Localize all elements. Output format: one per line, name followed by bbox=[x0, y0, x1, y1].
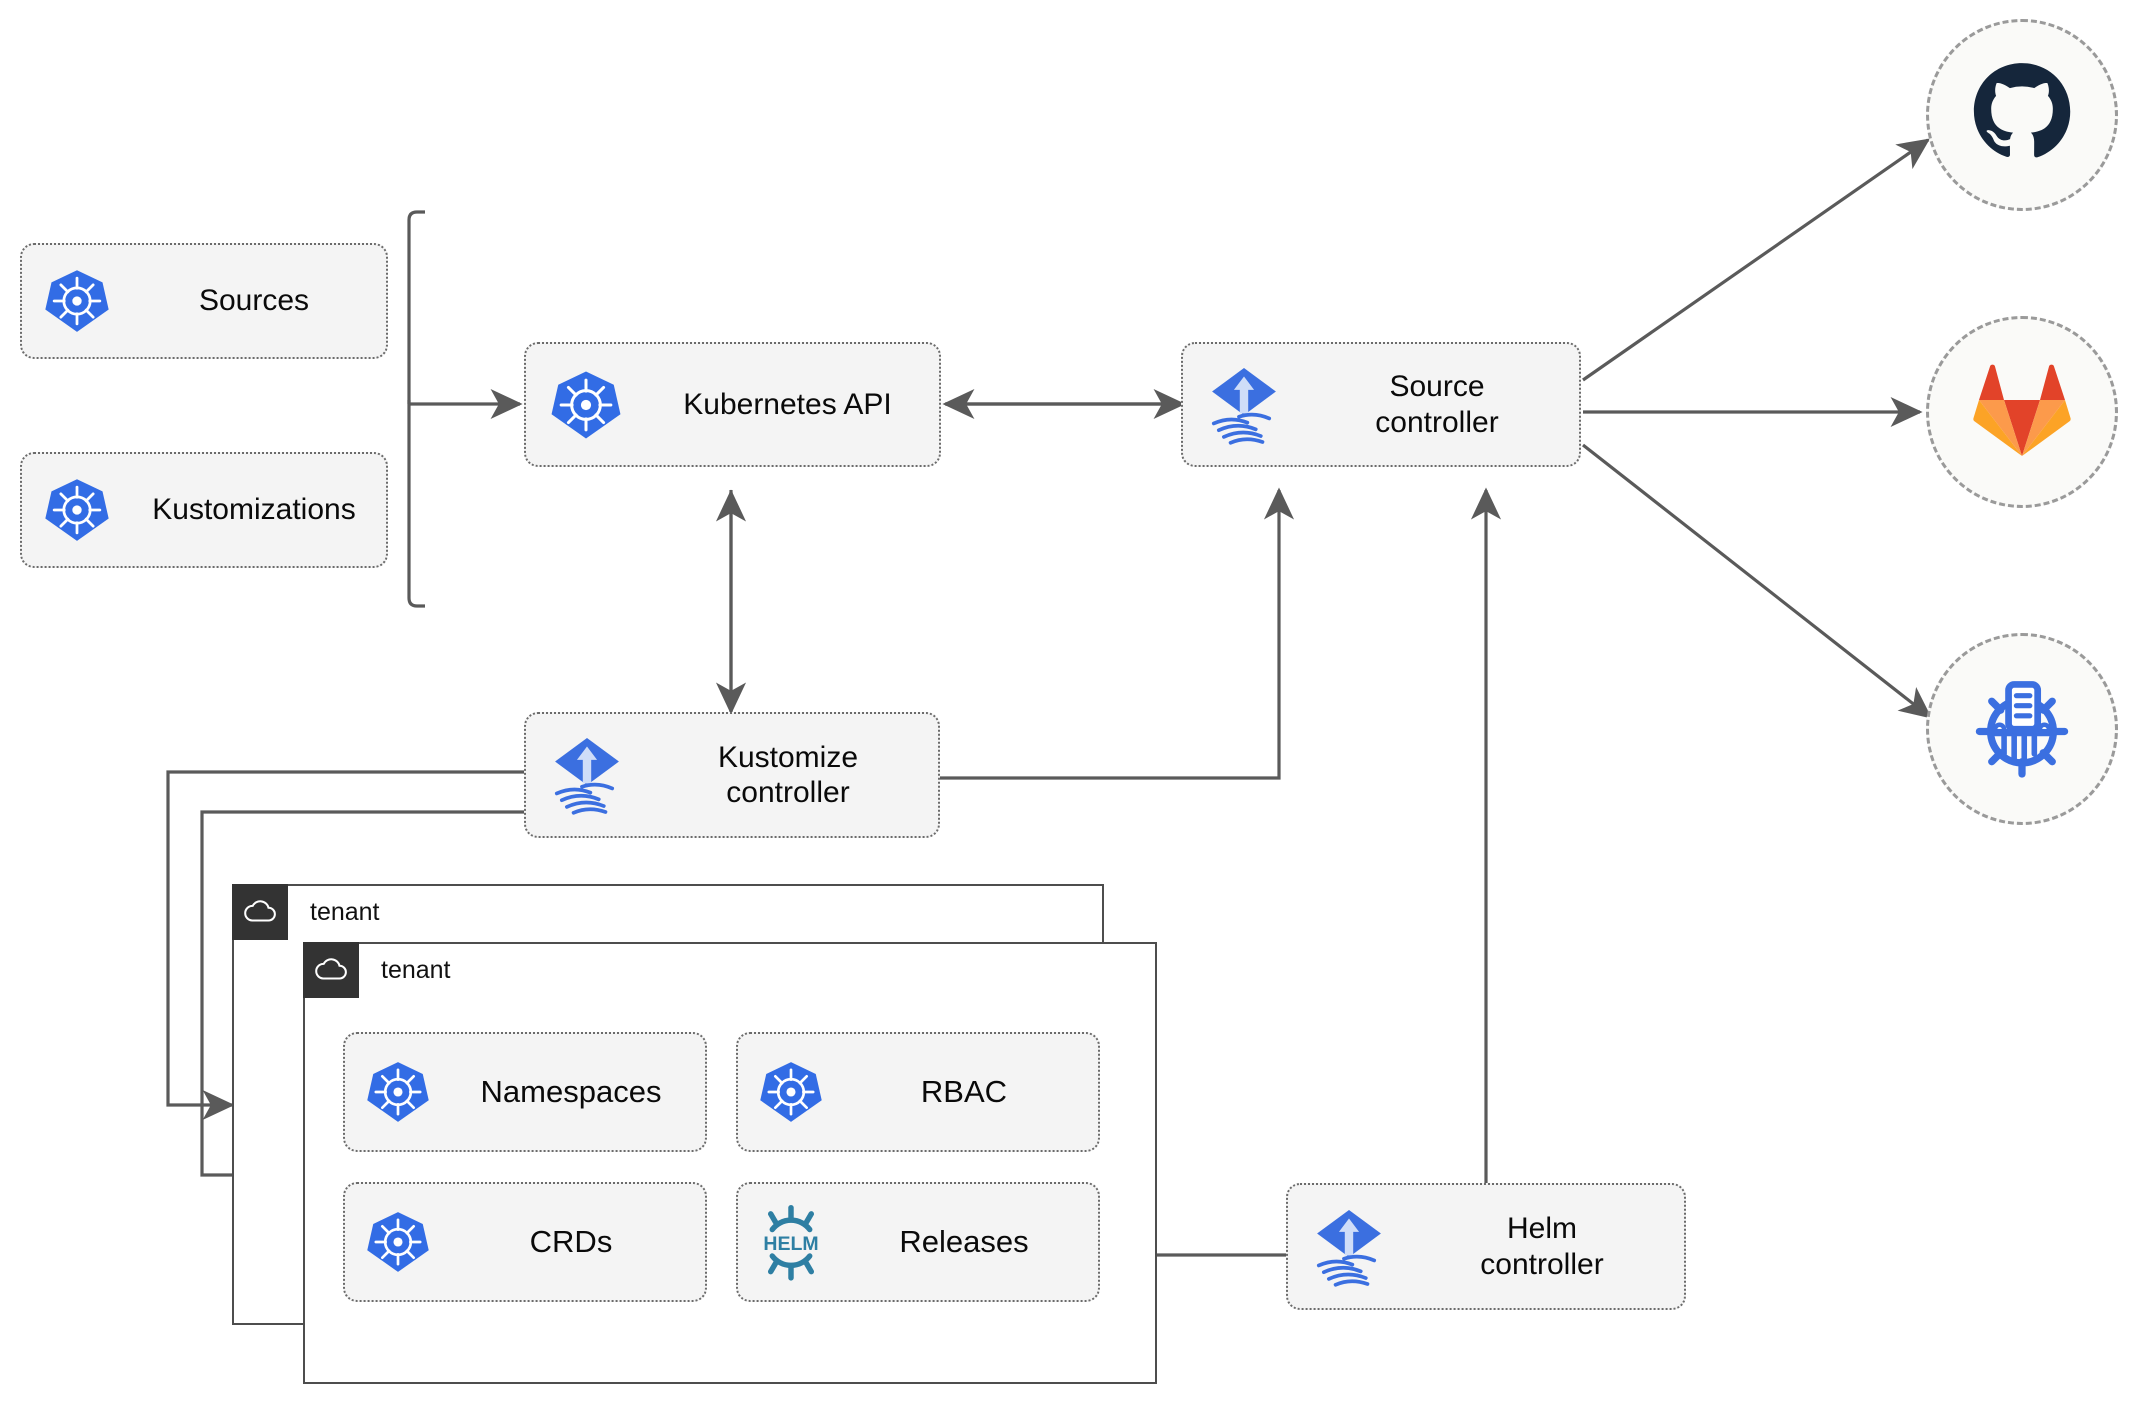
resource-crds[interactable]: CRDs bbox=[343, 1182, 707, 1302]
tenant-header: tenant bbox=[232, 884, 380, 940]
helm-icon: HELM bbox=[738, 1203, 844, 1281]
resource-label: RBAC bbox=[920, 1074, 1008, 1109]
kubernetes-icon bbox=[738, 1059, 844, 1125]
kubernetes-icon bbox=[526, 368, 646, 442]
node-label: Source controller bbox=[1375, 370, 1499, 439]
node-kustomize-controller[interactable]: Kustomize controller bbox=[524, 712, 940, 838]
node-label: Helm controller bbox=[1480, 1212, 1604, 1281]
resource-label: CRDs bbox=[529, 1224, 613, 1259]
resource-rbac[interactable]: RBAC bbox=[736, 1032, 1100, 1152]
kubernetes-icon bbox=[345, 1059, 451, 1125]
repository-helm[interactable] bbox=[1926, 633, 2118, 825]
tenant-header: tenant bbox=[303, 942, 451, 998]
kubernetes-icon bbox=[22, 267, 132, 335]
kubernetes-icon bbox=[345, 1209, 451, 1275]
helm-repository-icon bbox=[1966, 671, 2078, 788]
tenant-box-front[interactable]: tenant bbox=[303, 942, 1157, 1384]
flux-icon bbox=[526, 733, 648, 817]
cloud-icon bbox=[303, 942, 359, 998]
node-kustomizations[interactable]: Kustomizations bbox=[20, 452, 388, 568]
svg-text:HELM: HELM bbox=[763, 1233, 818, 1255]
repository-gitlab[interactable] bbox=[1926, 316, 2118, 508]
gitlab-icon bbox=[1972, 362, 2072, 463]
resource-namespaces[interactable]: Namespaces bbox=[343, 1032, 707, 1152]
node-helm-controller[interactable]: Helm controller bbox=[1286, 1183, 1686, 1310]
resource-releases[interactable]: HELM Releases bbox=[736, 1182, 1100, 1302]
resource-label: Namespaces bbox=[480, 1074, 662, 1109]
node-label: Kustomize controller bbox=[717, 740, 859, 809]
node-kubernetes-api[interactable]: Kubernetes API bbox=[524, 342, 941, 467]
node-label: Kustomizations bbox=[152, 493, 356, 527]
cloud-icon bbox=[232, 884, 288, 940]
tenant-label: tenant bbox=[310, 897, 380, 926]
resource-label: Releases bbox=[899, 1224, 1029, 1259]
kubernetes-icon bbox=[22, 476, 132, 544]
github-icon bbox=[1970, 61, 2074, 170]
repository-github[interactable] bbox=[1926, 19, 2118, 211]
tenant-label: tenant bbox=[381, 955, 451, 984]
node-source-controller[interactable]: Source controller bbox=[1181, 342, 1581, 467]
node-sources[interactable]: Sources bbox=[20, 243, 388, 359]
flux-icon bbox=[1288, 1205, 1410, 1289]
flux-icon bbox=[1183, 363, 1305, 447]
node-label: Sources bbox=[198, 284, 310, 318]
node-label: Kubernetes API bbox=[683, 387, 892, 421]
